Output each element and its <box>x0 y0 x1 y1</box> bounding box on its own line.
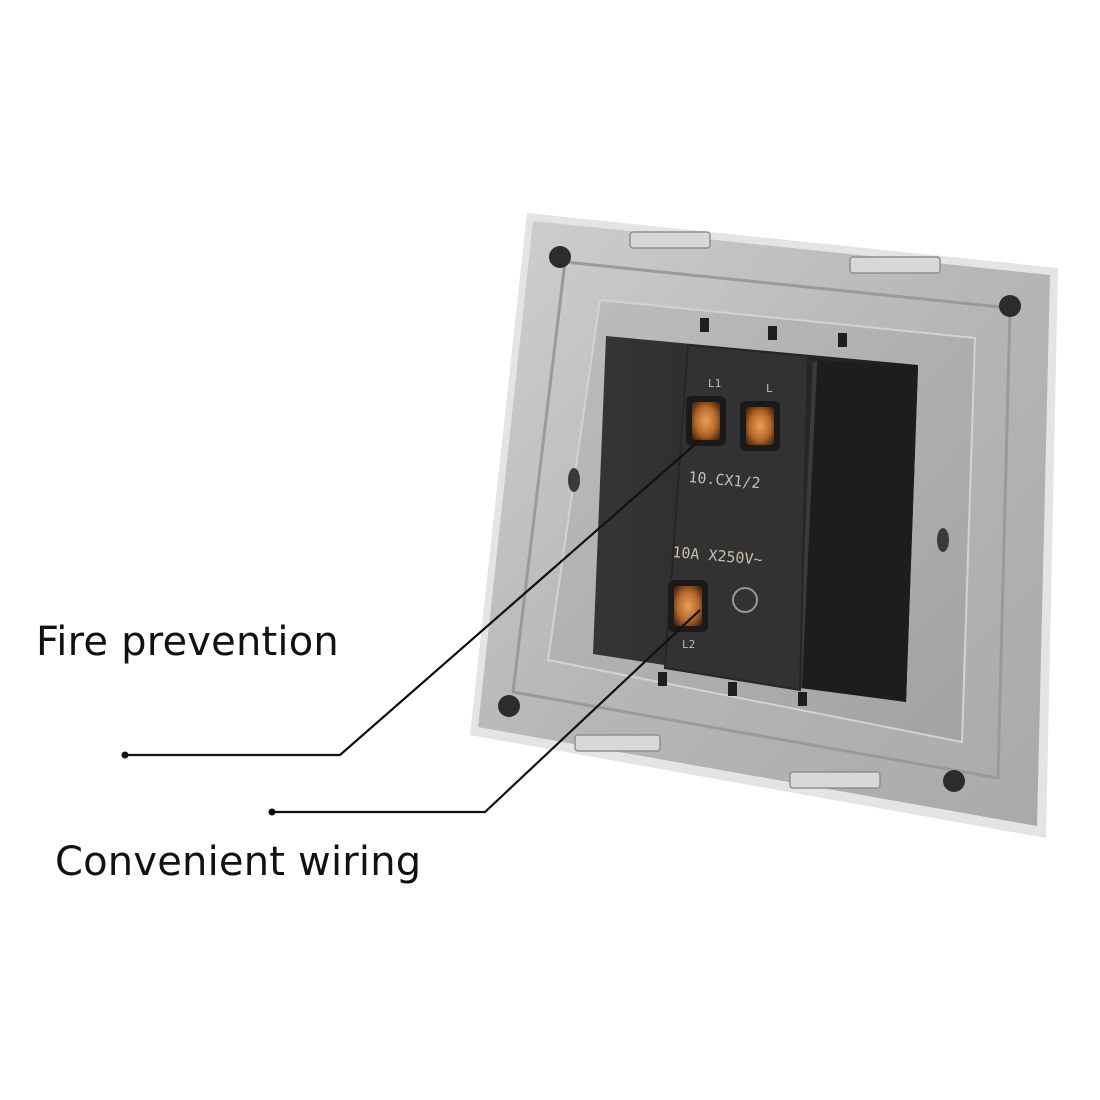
mounting-clips <box>574 231 941 789</box>
terminals <box>668 396 780 632</box>
screw-holes <box>498 246 1021 792</box>
callout-fire-prevention: Fire prevention <box>36 619 339 665</box>
module-markings: L1 L 10.CX1/2 10A X250V~ L2 <box>672 377 773 651</box>
marking-l: L <box>766 382 773 395</box>
marking-l1: L1 <box>708 377 721 390</box>
leader-convenient-wiring <box>272 609 701 814</box>
marking-l2: L2 <box>682 638 695 651</box>
callout-convenient-wiring: Convenient wiring <box>55 839 422 885</box>
switch-module <box>593 318 918 706</box>
leader-fire-prevention <box>125 439 701 757</box>
callout-leaders <box>121 439 701 816</box>
